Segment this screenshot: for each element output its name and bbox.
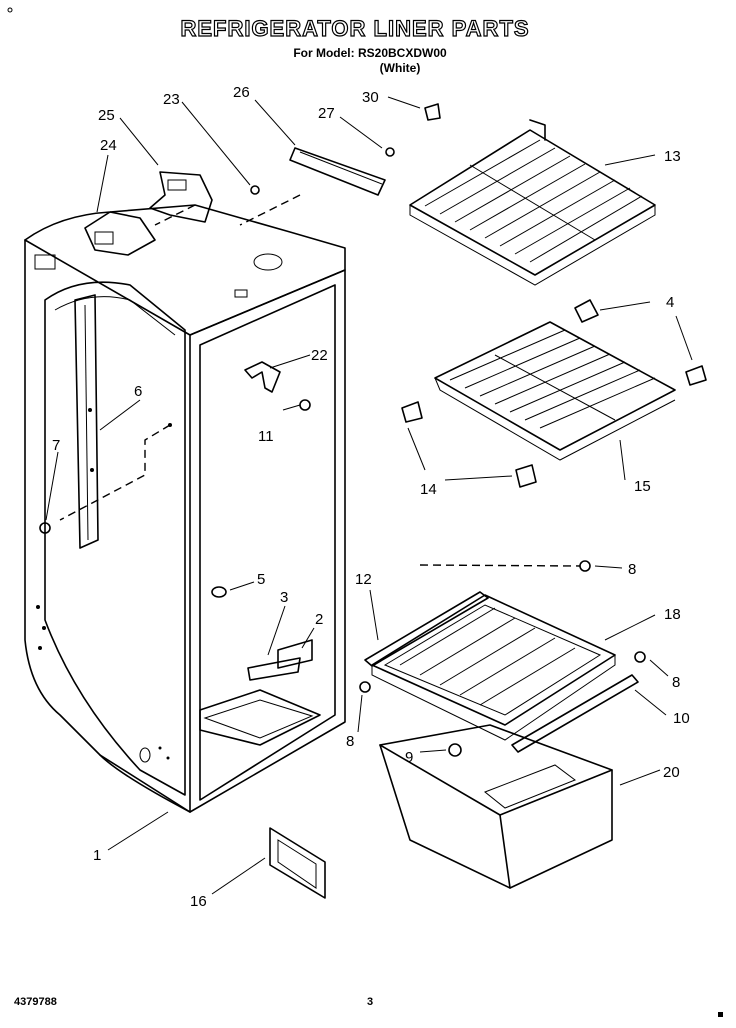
liner-cabinet [24,204,346,813]
callout-11: 11 [258,428,274,445]
cover-3 [247,657,301,681]
callout-12: 12 [355,571,372,588]
callout-3: 3 [280,589,288,606]
shelf-support-14a [401,401,423,423]
callout-15: 15 [634,478,651,495]
shelf-support-14b [515,464,537,488]
callout-labels: 1 2 3 4 5 6 7 8 8 8 9 10 11 12 13 14 15 … [52,84,690,910]
callout-25: 25 [98,107,115,124]
callout-23: 23 [163,91,180,108]
callout-8b: 8 [672,674,680,691]
callout-16: 16 [190,893,207,910]
screw-8c [359,681,371,693]
rail-26 [289,147,386,196]
callout-30: 30 [362,89,379,106]
glass-shelf-18 [371,594,616,741]
callout-7: 7 [52,437,60,454]
callout-24: 24 [100,137,117,154]
crisper-drawer-20 [379,724,613,889]
callout-13: 13 [664,148,681,165]
callout-8a: 8 [628,561,636,578]
callout-27: 27 [318,105,335,122]
bracket-25 [149,171,213,223]
shelf-support-4b [685,365,707,386]
model-line: For Model: RS20BCXDW00 [293,46,447,60]
footer-part-number: 4379788 [14,996,57,1008]
callout-6: 6 [134,383,142,400]
screw-23 [250,185,260,195]
callout-4: 4 [666,294,674,311]
callout-5: 5 [257,571,265,588]
bracket-2 [277,639,313,669]
light-housing-24 [84,211,156,256]
leader-dash-26 [239,194,301,226]
callout-9: 9 [405,749,413,766]
screw-8b [634,651,646,663]
page-title: REFRIGERATOR LINER PARTS [180,15,530,41]
trim-strip-10 [511,674,639,753]
leader-dash-7 [59,424,171,521]
plug-5 [211,586,227,598]
corner-dot [7,7,13,13]
screw-7 [39,522,51,534]
wire-shelf-15 [434,321,676,461]
leader-dash-8 [419,564,581,567]
shelf-support-4a [574,299,599,323]
callout-14: 14 [420,481,437,498]
cover-plate-16 [269,827,326,899]
callout-20: 20 [663,764,680,781]
screw-27 [385,147,395,157]
screw-11 [299,399,311,411]
footer-page-number: 3 [367,996,374,1008]
callout-2: 2 [315,611,323,628]
leader-dash-23 [154,204,196,226]
wire-shelf-13 [409,119,656,286]
callout-10: 10 [673,710,690,727]
callout-1: 1 [93,847,101,864]
callout-18: 18 [664,606,681,623]
callout-22: 22 [311,347,328,364]
bracket-22 [244,361,281,393]
corner-mark [718,1012,723,1017]
callout-8c: 8 [346,733,354,750]
screw-8a [579,560,591,572]
callout-leaders [45,96,693,895]
callout-26: 26 [233,84,250,101]
clip-30 [424,103,441,121]
screw-9 [448,743,462,757]
color-line: (White) [379,61,421,75]
trim-strip-12 [364,591,489,667]
